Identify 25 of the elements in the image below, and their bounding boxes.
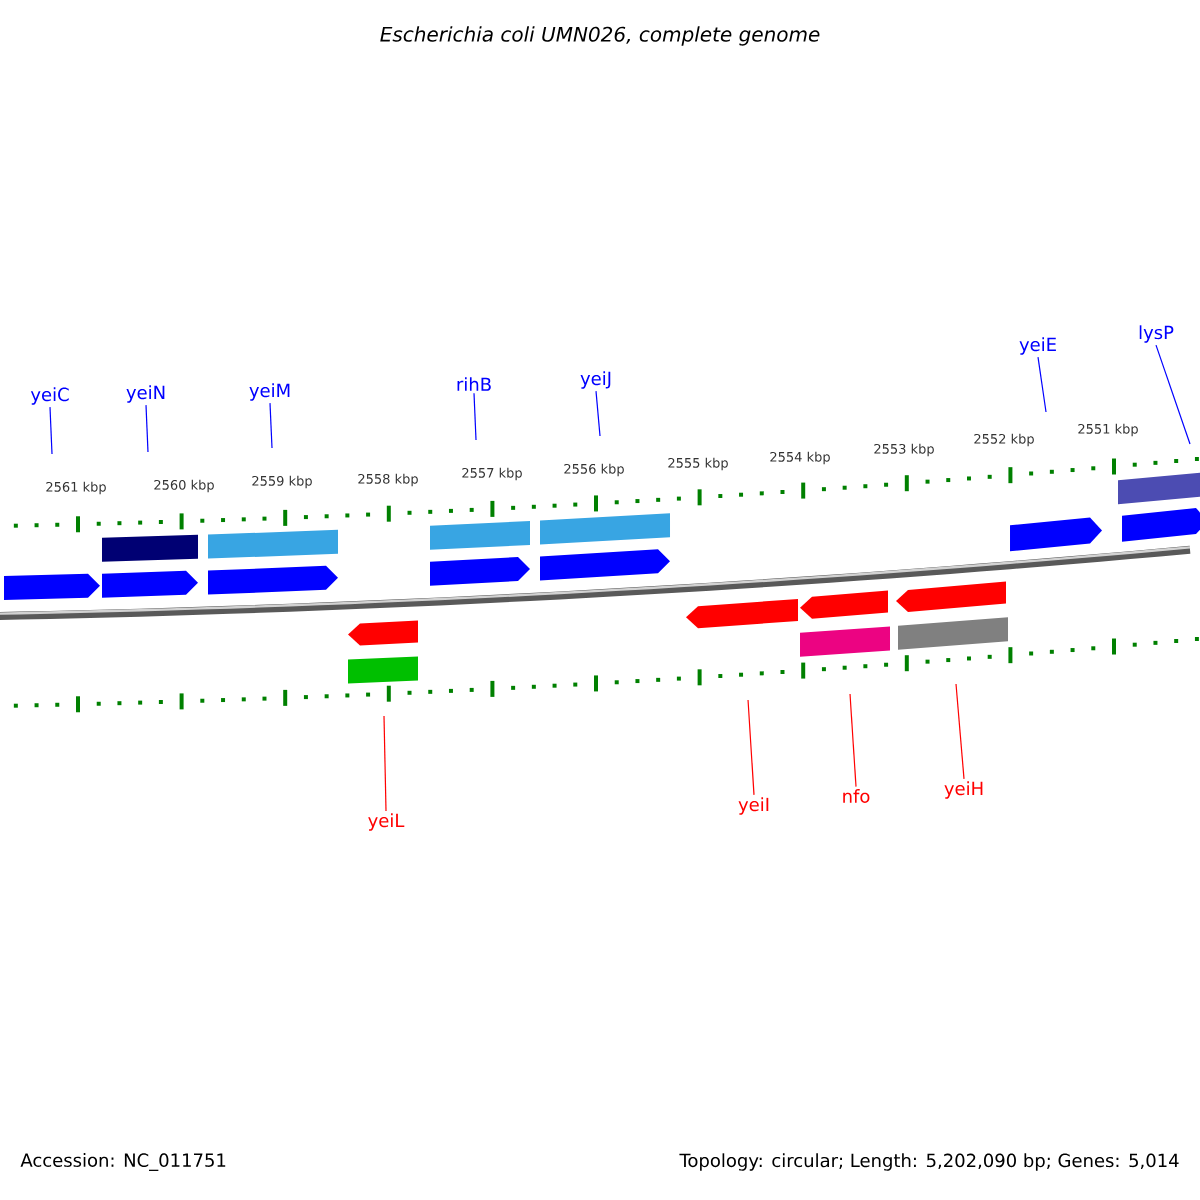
leader-line [1037, 356, 1047, 413]
leader-line [145, 404, 149, 453]
title: Escherichia coli UMN026, complete genome [380, 26, 820, 46]
leader-line [473, 392, 477, 441]
gene-label: yeiM [249, 383, 290, 401]
leader-line [49, 406, 53, 455]
gene-label: rihB [457, 377, 491, 391]
gene-label: yeiC [30, 387, 69, 405]
gene-label: nfo [843, 789, 870, 803]
leader-line [955, 683, 965, 780]
gene-label: lysP [1139, 325, 1174, 343]
gene-label: yeiN [126, 385, 165, 403]
gene-label: yeiI [738, 797, 769, 815]
leader-line [747, 699, 755, 796]
gene-label: yeiL [368, 813, 405, 831]
footer-text: Accession: NC_011751 [20, 1153, 226, 1171]
footer-text: Topology: circular; Length: 5,202,090 bp; Genes: 5,014 [679, 1153, 1179, 1171]
gene-label: yeiH [944, 781, 983, 799]
leader-line [849, 693, 857, 788]
leader-line [269, 402, 273, 449]
leader-line [595, 390, 601, 437]
leader-line [1155, 344, 1191, 445]
gene-label: yeiJ [580, 371, 611, 389]
leader-line [383, 715, 387, 812]
gene-label: yeiE [1019, 337, 1056, 355]
